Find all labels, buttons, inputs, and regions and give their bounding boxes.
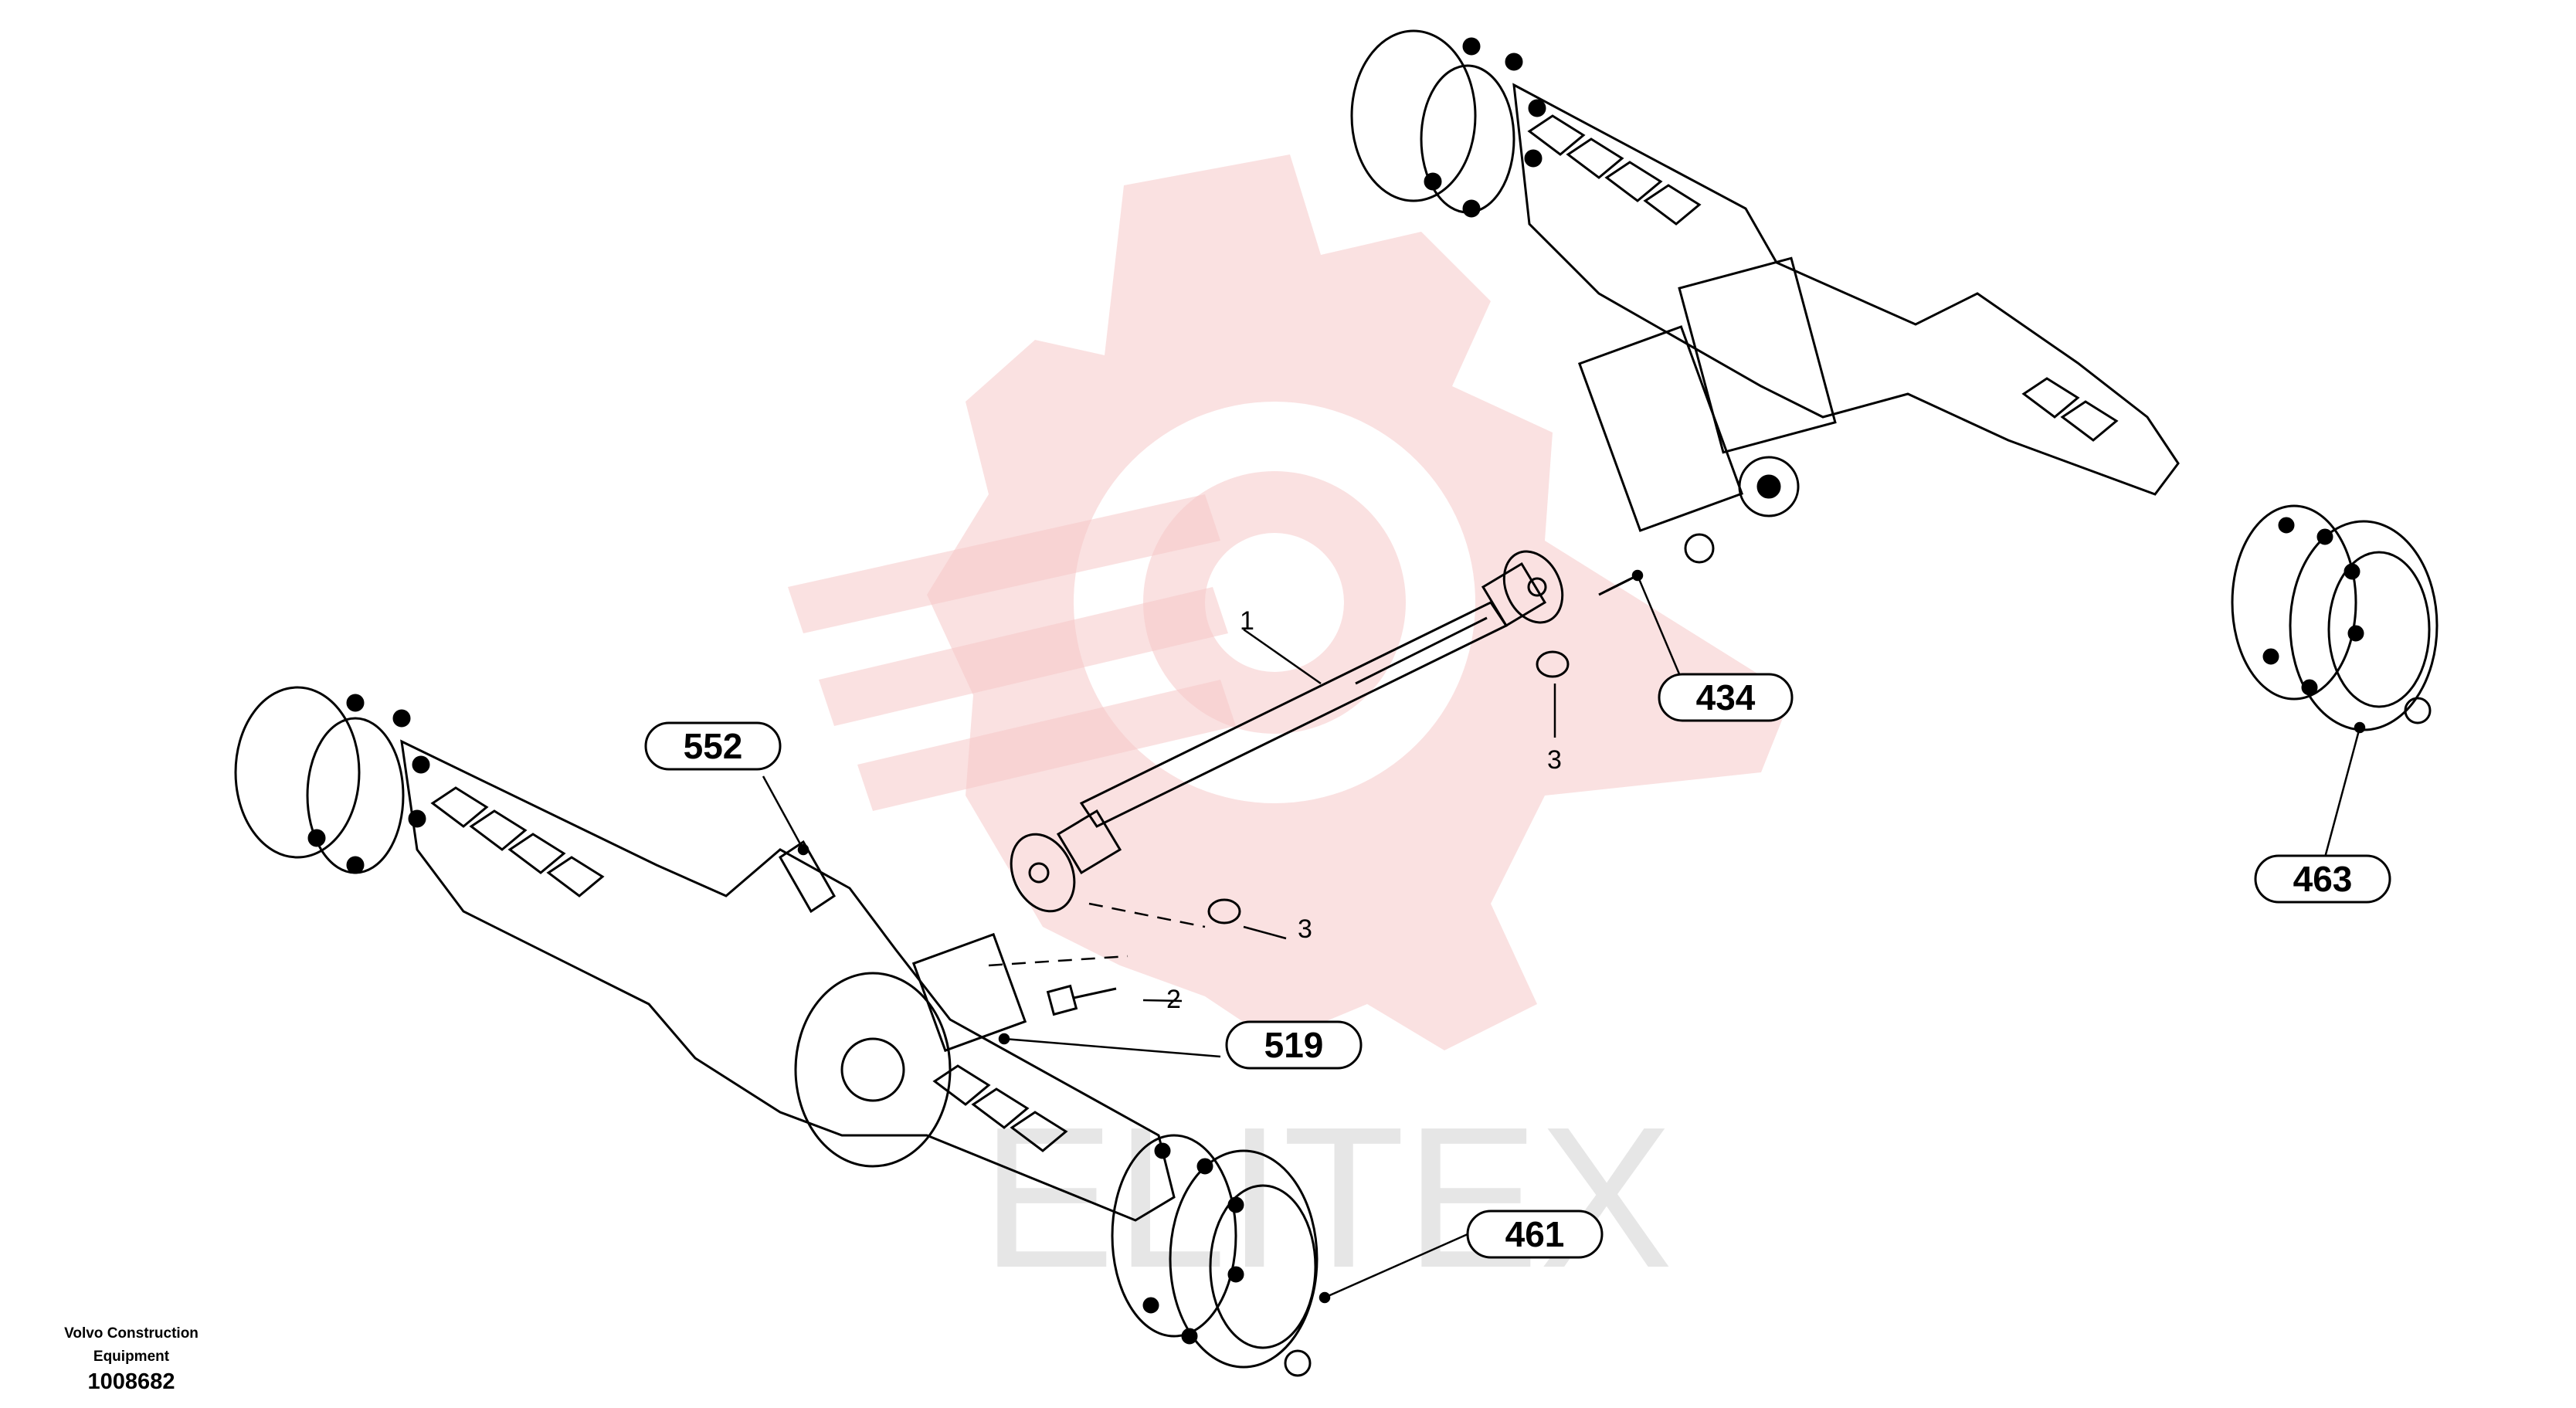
leader-lines xyxy=(762,569,2366,1304)
stud-bolt xyxy=(1598,574,1638,596)
callout-519: 519 xyxy=(1225,1020,1363,1070)
nut-part-3-lower xyxy=(1207,898,1241,925)
part-number-3-upper: 3 xyxy=(1547,745,1562,775)
watermark-gear-logo xyxy=(788,154,1792,1050)
part-number-2: 2 xyxy=(1166,985,1181,1014)
part-number-3-lower: 3 xyxy=(1298,914,1312,944)
front-axle-assembly xyxy=(234,686,1319,1377)
propeller-shaft xyxy=(1010,550,1564,913)
bolt-part-2 xyxy=(1046,984,1117,1016)
watermark-text: ELITEX xyxy=(981,1086,1673,1310)
callout-463: 463 xyxy=(2254,854,2391,904)
svg-text:434: 434 xyxy=(1696,677,1756,718)
svg-text:519: 519 xyxy=(1264,1025,1324,1065)
callout-552: 552 xyxy=(644,721,782,771)
brand-name-line2: Equipment xyxy=(93,1349,170,1365)
brand-name-line1: Volvo Construction xyxy=(64,1325,199,1342)
svg-text:463: 463 xyxy=(2293,859,2353,899)
part-number-1: 1 xyxy=(1240,606,1254,636)
drawing-number: 1008682 xyxy=(87,1369,175,1394)
svg-text:461: 461 xyxy=(1505,1214,1565,1254)
callout-434: 434 xyxy=(1658,673,1794,722)
callout-461: 461 xyxy=(1466,1210,1604,1259)
footer-credit: Volvo Construction Equipment 1008682 xyxy=(31,1322,232,1395)
nut-part-3-upper xyxy=(1536,650,1570,678)
svg-text:552: 552 xyxy=(684,726,743,766)
